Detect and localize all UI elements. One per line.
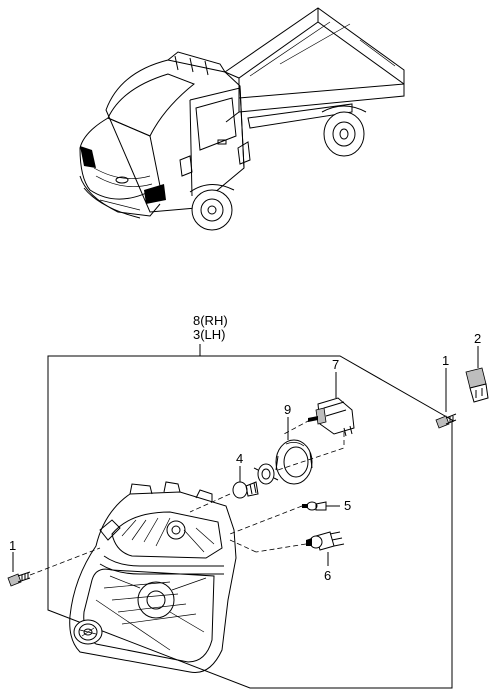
callout-9: 9: [284, 402, 291, 417]
screw-right: [435, 413, 457, 429]
rear-wheel: [321, 105, 367, 157]
assembly-label-rh: 8(RH): [193, 313, 228, 328]
assembly-boundary: [47, 355, 453, 689]
headlamp-housing: [69, 481, 237, 674]
right-headlamp: [144, 184, 166, 204]
callout-4: 4: [236, 451, 243, 466]
dust-cap: [275, 439, 313, 485]
cab: [79, 51, 251, 219]
front-wheel: [189, 184, 235, 231]
bulb-socket: [283, 397, 355, 448]
cargo-bed: [223, 7, 405, 129]
bulb-side: [302, 501, 327, 511]
callout-1-right: 1: [442, 353, 449, 368]
relay-module: [465, 367, 489, 403]
bulb-holder: [253, 463, 279, 485]
callout-1-left: 1: [9, 538, 16, 553]
truck-illustration: [79, 7, 405, 231]
callout-6: 6: [324, 568, 331, 583]
screw-left: [7, 547, 101, 587]
callout-7: 7: [332, 357, 339, 372]
bulb-h4: [306, 531, 345, 551]
adjuster-knob: [73, 619, 103, 645]
callout-5: 5: [344, 498, 351, 513]
left-headlamp: [80, 146, 96, 168]
callout-2: 2: [474, 331, 481, 346]
bulb-small: [232, 481, 259, 499]
assembly-label-lh: 3(LH): [193, 327, 226, 342]
